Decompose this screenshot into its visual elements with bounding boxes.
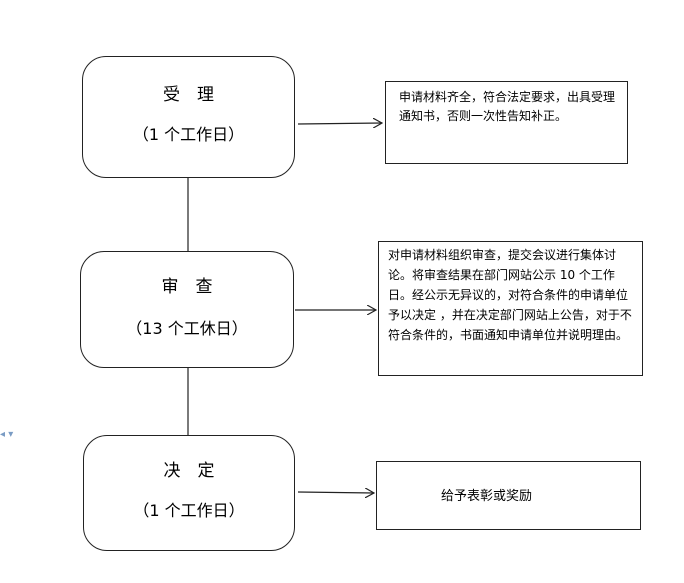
step-accept: 受 理 （1 个工作日） (82, 56, 295, 178)
step-review-title: 审 查 (161, 277, 213, 297)
arrow-accept-to-note (297, 123, 382, 124)
step-accept-title: 受 理 (163, 85, 214, 105)
note-review: 对申请材料组织审查，提交会议进行集体讨论。将审查结果在部门网站公示 10 个工作… (378, 241, 643, 376)
note-decision: 给予表彰或奖励 (376, 461, 641, 530)
step-review: 审 查 （13 个工休日） (80, 251, 294, 368)
note-accept-text: 申请材料齐全，符合法定要求，出具受理通知书，否则一次性告知补正。 (399, 90, 616, 123)
step-accept-duration: （1 个工作日） (132, 125, 245, 144)
note-accept: 申请材料齐全，符合法定要求，出具受理通知书，否则一次性告知补正。 (385, 81, 628, 164)
caret-down-icon: ◂ ▾ (0, 429, 14, 440)
arrow-decision-to-note (297, 492, 374, 493)
note-review-text: 对申请材料组织审查，提交会议进行集体讨论。将审查结果在部门网站公示 10 个工作… (388, 248, 632, 342)
note-decision-text: 给予表彰或奖励 (441, 489, 533, 504)
step-review-duration: （13 个工休日） (126, 319, 248, 338)
step-decision: 决 定 （1 个工作日） (83, 435, 295, 551)
step-decision-duration: （1 个工作日） (133, 501, 245, 520)
step-decision-title: 决 定 (163, 461, 215, 481)
